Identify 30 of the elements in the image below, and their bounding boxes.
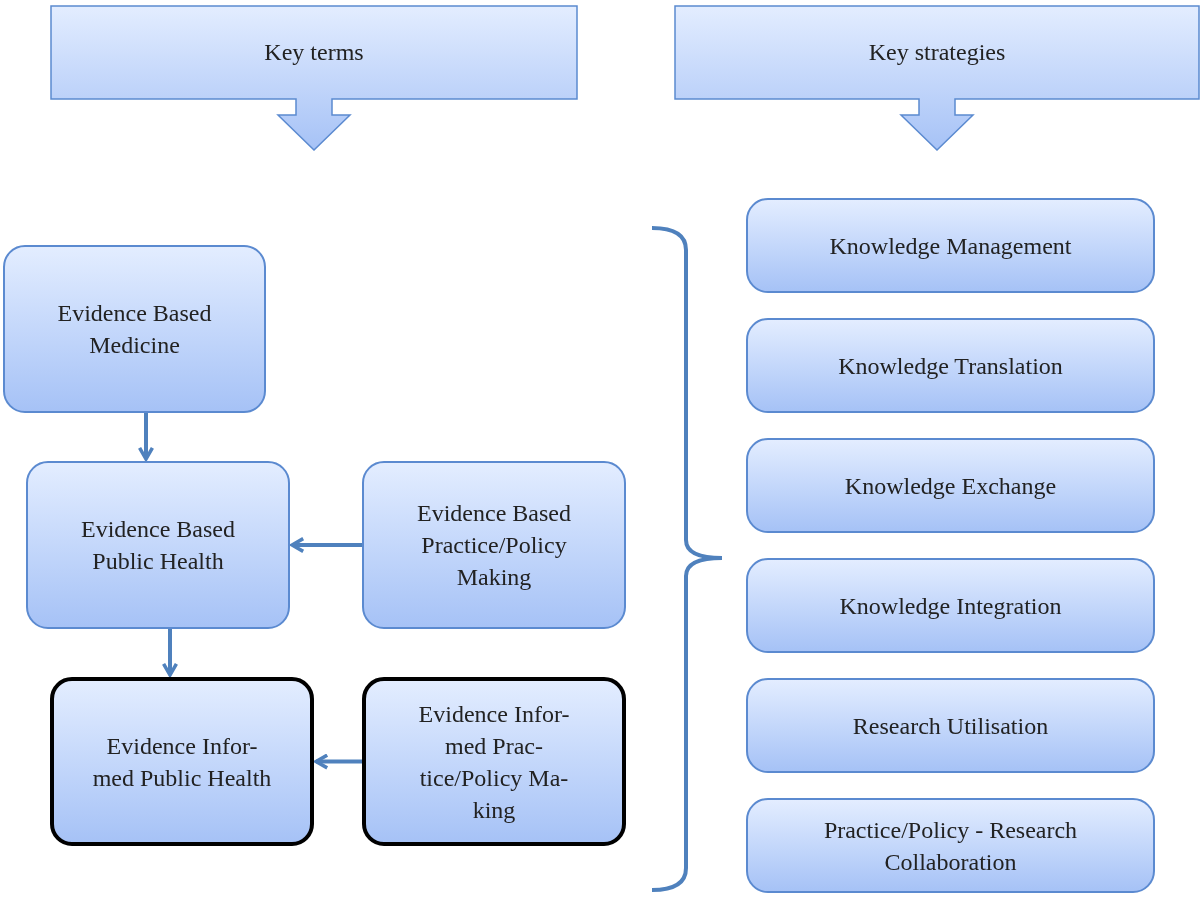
process-box [746,318,1155,413]
box-label: Practice/Policy - Research Collaboration [822,815,1079,877]
box-label: Knowledge Management [829,231,1072,261]
box-label: Knowledge Translation [838,351,1063,381]
arrow [314,753,362,770]
process-box [362,461,626,629]
process-box [3,245,266,413]
process-box [746,798,1155,893]
process-box [746,438,1155,533]
process-box [362,677,626,846]
box-label: Evidence Based Medicine [56,299,213,360]
process-box [26,461,290,629]
arrow [290,536,362,554]
box-label: Evidence Infor- med Prac- tice/Policy Ma- king [417,699,571,825]
callout-label: Key terms [264,38,364,67]
box-label: Knowledge Integration [839,591,1062,621]
process-box [746,558,1155,653]
callout-box [50,5,578,151]
process-box [746,678,1155,773]
process-box [50,677,314,846]
box-label: Evidence Based Practice/Policy Making [416,499,572,592]
box-label: Evidence Based Public Health [80,515,236,576]
arrow [137,413,155,461]
callout-label: Key strategies [868,38,1006,67]
callout-box [674,5,1200,151]
process-box [746,198,1155,293]
arrow [161,629,179,677]
box-label: Evidence Infor- med Public Health [91,731,273,793]
box-label: Research Utilisation [852,711,1049,741]
box-label: Knowledge Exchange [844,471,1057,501]
